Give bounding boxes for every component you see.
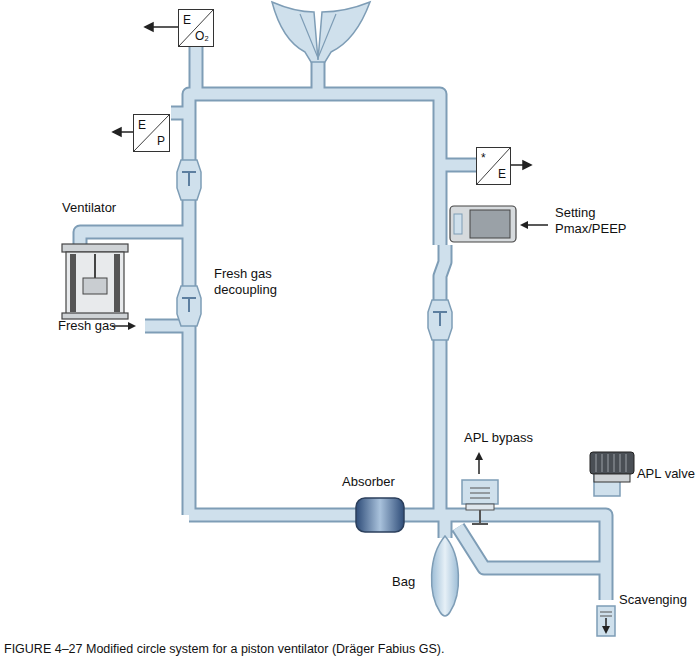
part-label: Setting Pmax/PEEP	[555, 205, 665, 236]
sensor-label-top: E	[138, 119, 146, 131]
sensor-box: E O₂	[178, 9, 214, 47]
reservoir-bag	[432, 536, 459, 616]
part-label: APL bypass	[464, 430, 533, 446]
part-label: Absorber	[342, 474, 395, 490]
part-label: Scavenging	[619, 592, 687, 608]
sensor-label-top: *	[481, 152, 486, 164]
y-piece	[272, 2, 370, 62]
absorber-canister	[356, 498, 404, 532]
apl-valve	[590, 452, 634, 496]
sensor-box: EP	[133, 114, 170, 152]
check-valves	[177, 160, 452, 340]
pmax-peep-valve	[450, 206, 548, 242]
sensor-arrows	[113, 23, 531, 169]
breathing-tubes	[80, 46, 606, 600]
part-label: Fresh gas decoupling	[214, 266, 304, 297]
part-label: Bag	[392, 574, 415, 590]
part-label: Ventilator	[62, 200, 116, 216]
sensor-label-bottom: P	[157, 135, 165, 147]
sensor-label-bottom: O₂	[195, 30, 209, 42]
apl-bypass-valve	[462, 452, 498, 524]
sensor-label-top: E	[183, 14, 191, 26]
scavenging-outlet	[597, 606, 615, 636]
figure-caption: FIGURE 4–27 Modified circle system for a…	[4, 642, 444, 657]
part-label: APL valve	[637, 466, 695, 482]
valve-discs	[182, 172, 447, 326]
sensor-box: *E	[476, 147, 511, 185]
sensor-label-bottom: E	[498, 168, 506, 180]
piston-ventilator	[62, 244, 128, 319]
part-label: Fresh gas	[58, 318, 116, 334]
